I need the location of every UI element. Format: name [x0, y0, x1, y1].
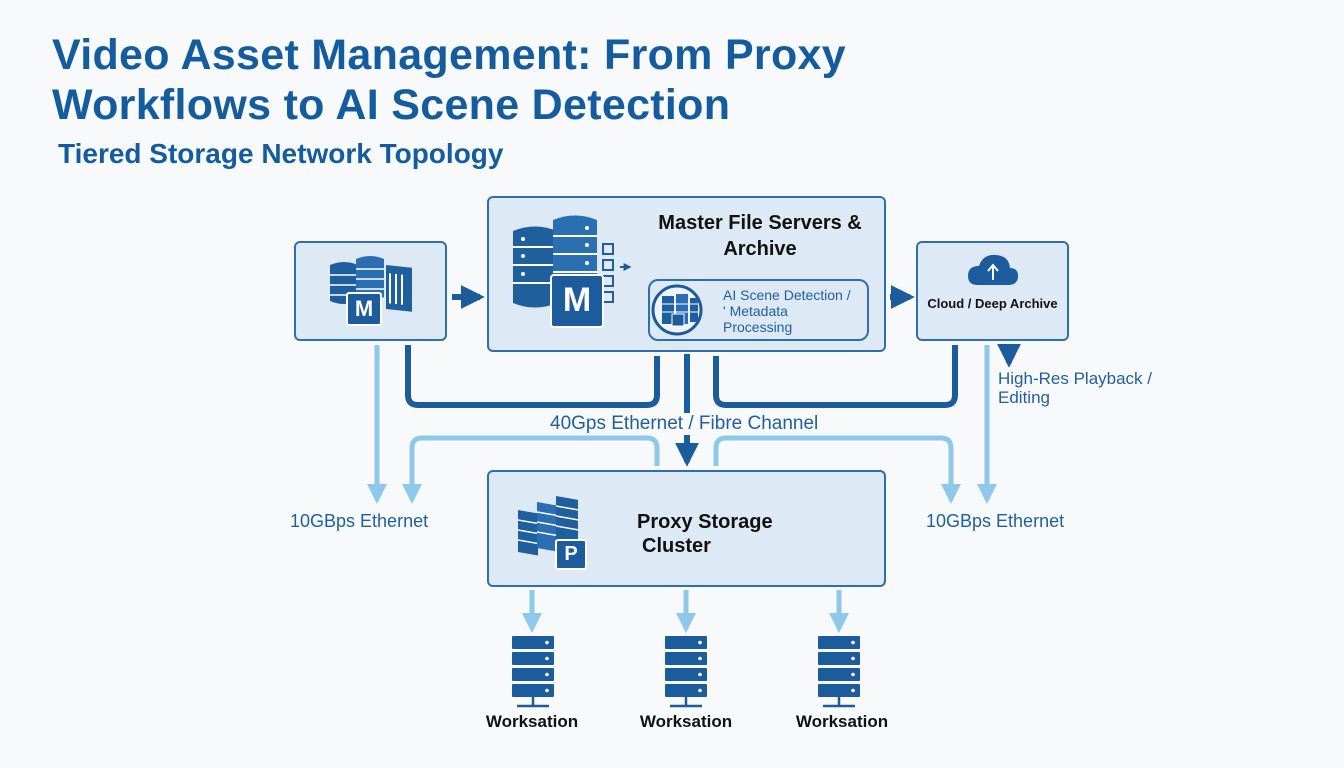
proxy-node-label-line-2: Cluster [642, 535, 711, 557]
ingest-servers-icon [330, 256, 412, 326]
ai-node-label: AI Scene Detection / ' Metadata Processi… [723, 287, 851, 335]
page-title-line-1: Video Asset Management: From Proxy [52, 31, 846, 79]
master-node-title: Master File Servers & Archive [600, 210, 920, 262]
backbone-links [405, 285, 1021, 467]
master-servers-icon [513, 215, 632, 328]
right-backbone-loop [713, 345, 958, 408]
ai-detection-icon [651, 284, 703, 336]
page-title: Video Asset Management: From Proxy Workf… [52, 30, 846, 130]
master-node-title-line-2: Archive [723, 238, 797, 260]
cloud-node-label: Cloud / Deep Archive [927, 296, 1058, 311]
right-proxy-loop-arrow [713, 435, 961, 504]
workstation-label: Worksation [795, 712, 889, 731]
ai-node-label-line-3: Processing [723, 319, 793, 335]
workstation-icon [665, 636, 707, 708]
playback-link-label-line-1: High-Res Playback / [998, 369, 1153, 388]
workstation-label: Worksation [639, 712, 733, 731]
page-subtitle: Tiered Storage Network Topology [58, 138, 504, 169]
backbone-link-label: 40Gps Ethernet / Fibre Channel [548, 413, 821, 435]
playback-link-label-line-2: Editing [998, 388, 1050, 407]
proxy-badge-letter: P [564, 543, 578, 565]
left-proxy-loop-arrow [402, 435, 660, 504]
proxy-node-label-line-1: Proxy Storage [637, 511, 773, 533]
workstation-icon [818, 636, 860, 708]
ingest-badge-letter: M [354, 296, 374, 321]
right-ethernet-label: 10GBps Ethernet [926, 511, 1065, 531]
proxy-storage-icon [518, 496, 587, 570]
master-node-title-line-1: Master File Servers & [658, 212, 862, 234]
workstation-icon [512, 636, 554, 708]
playback-link-label: High-Res Playback / Editing [998, 369, 1152, 407]
workstation-label: Worksation [485, 712, 579, 731]
ai-node-label-line-1: AI Scene Detection / [723, 287, 851, 303]
ethernet-links [367, 345, 997, 633]
page-title-line-2: Workflows to AI Scene Detection [52, 81, 731, 129]
master-badge-letter: M [562, 281, 592, 319]
left-backbone-loop [405, 345, 660, 408]
ai-node-label-line-2: ' Metadata [723, 303, 788, 319]
left-ethernet-label: 10GBps Ethernet [290, 511, 429, 531]
proxy-node-label: Proxy Storage Cluster [610, 510, 810, 558]
cloud-upload-icon [968, 254, 1018, 285]
